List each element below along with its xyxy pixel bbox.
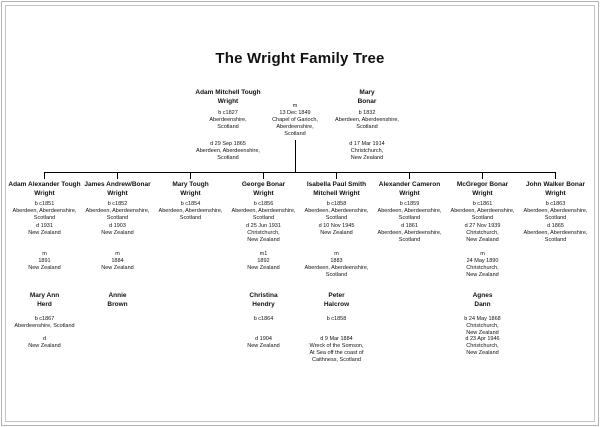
family-tree-column-3: Mary Tough Wright b c1854 Aberdeen, Aber… [154,172,227,417]
spouse-death-info: d 1904 New Zealand [247,336,280,349]
spouse-name: Peter Halcrow [323,292,350,308]
connector-tick [409,172,410,179]
child-birth-info: b c1863 Aberdeen, Aberdeenshire, Scotlan… [523,201,588,221]
spouse-birth-info: b c1864 [253,316,274,322]
mother-name: Mary Bonar [357,89,377,105]
spouse-birth-info: b c1867 Aberdeenshire, Scotland [14,316,75,329]
child-name: Alexander Cameron Wright [378,181,441,197]
spouse-death-info: d 9 Mar 1884 Wreck of the Somson, At Sea… [309,336,364,363]
child-birth-info: b c1854 Aberdeen, Aberdeenshire, Scotlan… [158,201,223,221]
spouse-birth-info: b c1858 [326,316,347,322]
father-name: Adam Mitchell Tough Wright [195,89,261,105]
mother-birth-info: b 1832 Aberdeen, Aberdeenshire, Scotland [335,110,399,130]
family-tree-column-8: John Walker Bonar Wright b c1863 Aberdee… [519,172,592,417]
child-name: Mary Tough Wright [172,181,209,197]
spouse-name: Christina Hendry [249,292,278,308]
child-death-info: d 10 Nov 1945 New Zealand [318,223,355,236]
father-birth-info: b c1827 Aberdeenshire, Scotland [209,110,247,130]
mother-death-info: d 17 Mar 1914 Christchurch, New Zealand [349,141,385,161]
sibling-rail-line [44,172,556,173]
child-death-info: d 1865 Aberdeen, Aberdeenshire, Scotland [523,223,588,243]
connector-tick [555,172,556,179]
connector-tick [482,172,483,179]
connector-tick [44,172,45,179]
connector-tick [117,172,118,179]
child-marriage-info: m1 1892 New Zealand [247,251,280,271]
child-marriage-info: m 24 May 1890 Christchurch, New Zealand [466,251,499,278]
child-name: Isabella Paul Smith Mitchell Wright [306,181,367,197]
child-birth-info: b c1856 Aberdeen, Aberdeenshire, Scotlan… [231,201,296,221]
child-death-info: d 1861 Aberdeen, Aberdeenshire, Scotland [377,223,442,243]
child-name: Adam Alexander Tough Wright [8,181,81,197]
family-tree-column-6: Alexander Cameron Wright b c1859 Aberdee… [373,172,446,417]
connector-tick [190,172,191,179]
child-name: John Walker Bonar Wright [526,181,585,197]
spouse-birth-info: b 24 May 1868 Christchurch, New Zealand [464,316,501,336]
parents-marriage-info: m 13 Dec 1849 Chapel of Garioch, Aberdee… [272,103,318,137]
tree-title: The Wright Family Tree [215,50,385,67]
family-tree-column-5: Isabella Paul Smith Mitchell Wright b c1… [300,172,373,417]
child-birth-info: b c1851 Aberdeen, Aberdeenshire, Scotlan… [12,201,77,221]
child-death-info: d 25 Jun 1931 Christchurch, New Zealand [246,223,281,243]
children-row: Adam Alexander Tough Wright b c1851 Aber… [8,172,592,417]
family-tree-column-4: George Bonar Wright b c1856 Aberdeen, Ab… [227,172,300,417]
spouse-name: Mary Ann Herd [29,292,60,308]
parent-father: Adam Mitchell Tough Wright b c1827 Aberd… [168,88,288,162]
child-birth-info: b c1861 Aberdeen, Aberdeenshire, Scotlan… [450,201,515,221]
child-birth-info: b c1852 Aberdeen, Aberdeenshire, Scotlan… [85,201,150,221]
spouse-name: Agnes Dann [472,292,493,308]
child-marriage-info: m 1883 Aberdeen, Aberdeenshire, Scotland [304,251,369,278]
child-name: McGregor Bonar Wright [456,181,509,197]
family-tree-column-1: Adam Alexander Tough Wright b c1851 Aber… [8,172,81,417]
parent-mother: Mary Bonar b 1832 Aberdeen, Aberdeenshir… [307,88,427,162]
child-death-info: d 27 Nov 1939 Christchurch, New Zealand [464,223,501,243]
child-death-info: d 1931 New Zealand [28,223,61,236]
spouse-death-info: d 23 Apr 1946 Christchurch, New Zealand [465,336,500,356]
child-marriage-info: m 1891 New Zealand [28,251,61,271]
spouse-name: Annie Brown [107,292,128,308]
family-tree-column-7: McGregor Bonar Wright b c1861 Aberdeen, … [446,172,519,417]
child-birth-info: b c1858 Aberdeen, Aberdeenshire, Scotlan… [304,201,369,221]
child-birth-info: b c1859 Aberdeen, Aberdeenshire, Scotlan… [377,201,442,221]
child-marriage-info: m 1884 New Zealand [101,251,134,271]
child-name: George Bonar Wright [241,181,286,197]
connector-tick [263,172,264,179]
family-tree-column-2: James Andrew/Bonar Wright b c1852 Aberde… [81,172,154,417]
child-death-info: d 1903 New Zealand [101,223,134,236]
spouse-death-info: d New Zealand [28,336,61,349]
child-name: James Andrew/Bonar Wright [84,181,151,197]
marriage-connector-stem [295,140,296,172]
father-death-info: d 29 Sep 1865 Aberdeen, Aberdeenshire, S… [196,141,260,161]
connector-tick [336,172,337,179]
